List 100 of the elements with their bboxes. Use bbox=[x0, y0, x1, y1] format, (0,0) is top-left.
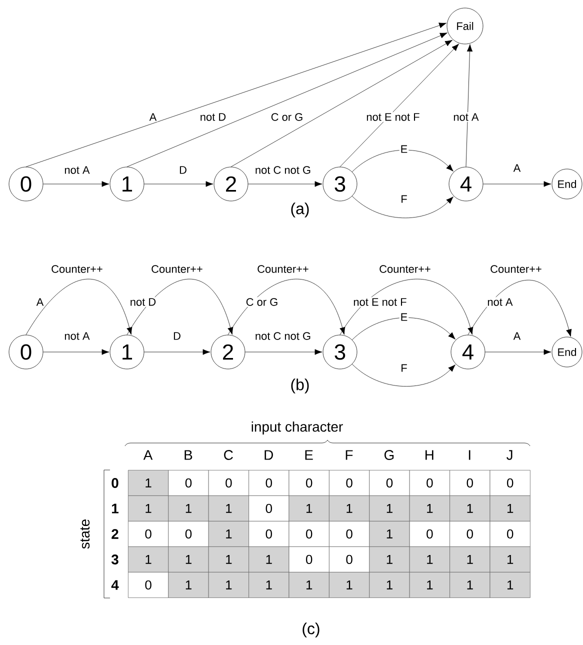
counter-label: Counter++ bbox=[152, 265, 202, 273]
table-cell: 1 bbox=[409, 496, 450, 522]
edge-label: not E not F bbox=[352, 297, 408, 307]
arrow bbox=[126, 32, 448, 167]
arrow bbox=[144, 181, 214, 187]
axis-title: state bbox=[80, 520, 90, 549]
table-cell: 0 bbox=[329, 521, 370, 547]
arrow bbox=[43, 181, 110, 187]
table-cell: 1 bbox=[369, 546, 410, 572]
table-cell: 0 bbox=[168, 521, 209, 547]
row-header: 4 bbox=[111, 580, 119, 590]
edge-label: D bbox=[178, 165, 188, 175]
table-cell: 1 bbox=[409, 572, 450, 598]
table-cell: 1 bbox=[490, 546, 530, 572]
arrow bbox=[352, 196, 454, 218]
column-header: B bbox=[184, 450, 192, 460]
counter-label: Counter++ bbox=[258, 265, 308, 273]
row-header: 0 bbox=[112, 478, 118, 488]
column-header: E bbox=[305, 450, 313, 460]
column-header: H bbox=[426, 450, 434, 460]
table-cell: 0 bbox=[450, 521, 490, 547]
edge-label: D bbox=[172, 331, 182, 341]
axis-title: input character bbox=[252, 422, 343, 434]
table-cell: 1 bbox=[168, 546, 209, 572]
edge-label: C or G bbox=[244, 297, 280, 307]
arrow bbox=[352, 150, 454, 172]
arrow bbox=[228, 279, 346, 335]
arrow bbox=[468, 280, 572, 337]
table-cell: 1 bbox=[450, 546, 490, 572]
arrow bbox=[43, 349, 110, 355]
table-cell: 0 bbox=[369, 470, 410, 496]
arrow bbox=[483, 181, 552, 187]
column-header: J bbox=[506, 450, 512, 460]
edge-label: not E not F bbox=[365, 112, 421, 122]
column-header: G bbox=[384, 450, 394, 460]
edge-label: not A bbox=[486, 297, 514, 307]
table-cell: 0 bbox=[409, 521, 450, 547]
edge-label: E bbox=[399, 312, 409, 322]
table-cell: 1 bbox=[369, 572, 410, 598]
table-cell: 0 bbox=[248, 521, 290, 547]
arrow bbox=[340, 279, 474, 335]
counter-label: Counter++ bbox=[490, 265, 542, 273]
table-cell: 0 bbox=[490, 470, 530, 496]
table-cell: 0 bbox=[329, 470, 370, 496]
row-header: 2 bbox=[112, 529, 118, 539]
table-cell: 1 bbox=[248, 572, 290, 598]
edge-label: not D bbox=[128, 297, 158, 307]
edge-label: E bbox=[399, 144, 409, 154]
table-cell: 1 bbox=[168, 572, 209, 598]
table-cell: 0 bbox=[288, 470, 330, 496]
table-cell: 0 bbox=[409, 470, 450, 496]
table-cell: 1 bbox=[128, 470, 169, 496]
table-cell: 1 bbox=[329, 572, 370, 598]
table-cell: 0 bbox=[248, 470, 290, 496]
table-cell: 1 bbox=[450, 496, 490, 522]
edge-label: A bbox=[148, 112, 158, 122]
column-header: C bbox=[224, 450, 233, 460]
column-header: I bbox=[468, 450, 470, 460]
edge-label: C or G bbox=[270, 112, 304, 122]
table-cell: 0 bbox=[128, 572, 169, 598]
table-cell: 0 bbox=[168, 470, 209, 496]
table-cell: 1 bbox=[369, 496, 410, 522]
edge-label: A bbox=[512, 163, 522, 173]
table-cell: 1 bbox=[288, 572, 330, 598]
table-cell: 1 bbox=[208, 496, 249, 522]
arrow bbox=[26, 22, 446, 167]
arrow bbox=[485, 349, 552, 355]
arrow bbox=[352, 318, 456, 340]
table-cell: 0 bbox=[288, 546, 330, 572]
table-cell: 1 bbox=[248, 546, 290, 572]
edge-label: not A bbox=[63, 165, 91, 175]
column-header: A bbox=[143, 450, 153, 460]
table-cell: 1 bbox=[490, 496, 530, 522]
row-header: 3 bbox=[111, 554, 118, 564]
table-cell: 1 bbox=[128, 496, 169, 522]
edge-label: not A bbox=[63, 331, 91, 341]
caption: (a) bbox=[291, 202, 309, 218]
edge-label: A bbox=[512, 331, 522, 341]
arrow bbox=[144, 349, 210, 355]
table-cell: 1 bbox=[208, 521, 249, 547]
table-cell: 1 bbox=[369, 521, 410, 547]
table-cell: 1 bbox=[409, 546, 450, 572]
table-cell: 1 bbox=[208, 546, 249, 572]
table-cell: 1 bbox=[329, 496, 370, 522]
edge-label: not C not G bbox=[254, 331, 312, 341]
arrow bbox=[126, 279, 234, 335]
arrow bbox=[340, 44, 459, 167]
arrow bbox=[352, 364, 456, 386]
arrow bbox=[26, 279, 132, 335]
table-cell: 0 bbox=[288, 521, 330, 547]
table-cell: 0 bbox=[490, 521, 530, 547]
table-cell: 1 bbox=[450, 572, 490, 598]
table-cell: 1 bbox=[288, 496, 330, 522]
arrow bbox=[466, 44, 473, 167]
column-header: F bbox=[346, 450, 353, 460]
table-cell: 1 bbox=[168, 496, 209, 522]
edge-label: F bbox=[400, 363, 408, 373]
table-cell: 0 bbox=[450, 470, 490, 496]
counter-label: Counter++ bbox=[52, 265, 102, 273]
table-cell: 0 bbox=[248, 496, 290, 522]
